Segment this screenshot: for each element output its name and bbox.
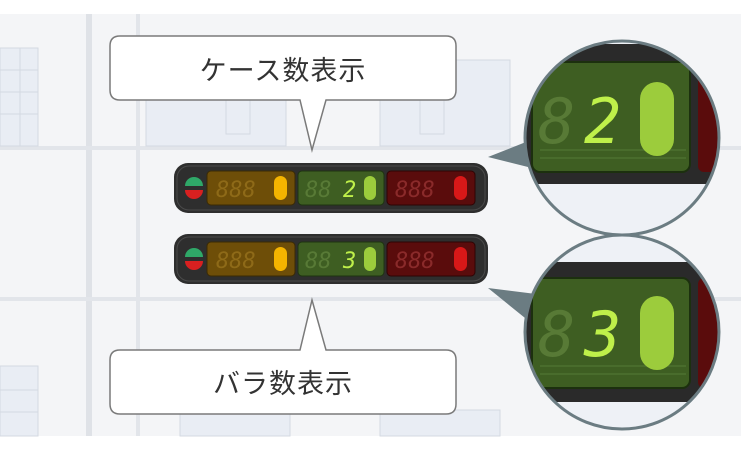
green-digits-unlit: 88 — [305, 249, 332, 274]
red-lamp — [454, 247, 467, 271]
amber-counter: 888 — [206, 241, 296, 277]
green-lamp — [364, 176, 376, 200]
green-counter: 88 2 — [297, 170, 385, 206]
zoom-green-lamp — [640, 296, 674, 370]
red-counter: 888 — [386, 170, 476, 206]
green-lamp — [364, 247, 376, 271]
green-digits-unlit: 88 — [305, 178, 332, 203]
amber-digits-unlit: 888 — [216, 178, 256, 203]
zoom-digit-lit: 3 — [583, 298, 621, 371]
green-digit-lit: 2 — [343, 178, 356, 203]
piece-count-label: バラ数表示 — [213, 369, 353, 400]
status-indicator — [185, 248, 203, 270]
case-count-label: ケース数表示 — [200, 56, 367, 87]
piece-count-display: 888 88 3 888 — [174, 234, 488, 284]
red-lamp — [454, 176, 467, 200]
amber-lamp — [274, 176, 287, 200]
amber-counter: 888 — [206, 170, 296, 206]
red-digits-unlit: 888 — [395, 178, 435, 203]
zoom-digit-unlit: 8 — [538, 298, 575, 371]
piece-count-callout: バラ数表示 — [109, 297, 457, 415]
case-count-callout: ケース数表示 — [109, 35, 457, 153]
amber-digits-unlit: 888 — [216, 249, 256, 274]
status-indicator — [185, 177, 203, 199]
red-digits-unlit: 888 — [395, 249, 435, 274]
green-digit-lit: 3 — [342, 249, 356, 274]
zoom-digit-unlit: 8 — [538, 85, 575, 158]
zoom-green-lamp — [640, 82, 674, 156]
zoom-digit-lit: 2 — [584, 85, 621, 158]
zoom-piece: 8 3 — [523, 233, 721, 431]
zoom-pointer-bottom — [488, 288, 536, 322]
green-counter: 88 3 — [297, 241, 385, 277]
case-count-display: 888 88 2 888 — [174, 163, 488, 213]
red-counter: 888 — [386, 241, 476, 277]
amber-lamp — [274, 247, 287, 271]
